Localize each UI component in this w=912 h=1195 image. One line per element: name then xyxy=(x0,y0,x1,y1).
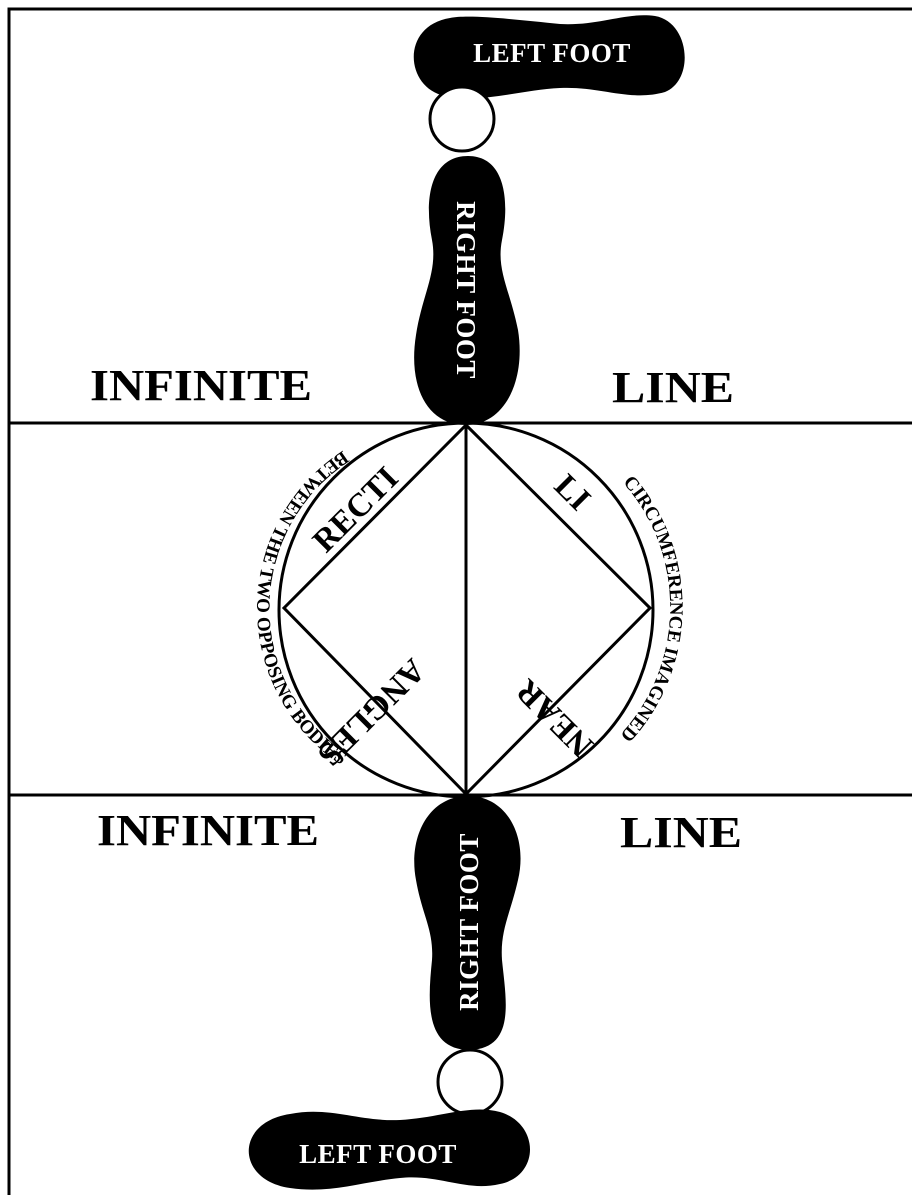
upper-infinite-label: INFINITE xyxy=(90,361,312,410)
upper-line-label: LINE xyxy=(612,363,734,412)
bottom-left-foot: LEFT FOOT xyxy=(249,1110,530,1190)
lower-line-label: LINE xyxy=(620,808,742,857)
bottom-right-foot-label: RIGHT FOOT xyxy=(454,833,484,1011)
bottom-step-circle xyxy=(438,1050,502,1114)
diamond-label-li: LI xyxy=(547,468,597,518)
bottom-left-foot-label: LEFT FOOT xyxy=(299,1139,457,1169)
top-left-foot-label: LEFT FOOT xyxy=(473,38,631,68)
top-left-foot: LEFT FOOT xyxy=(414,15,685,98)
diamond-label-near: NEAR xyxy=(508,671,600,763)
center-figure: RECTI LI NEAR ANGLES BETWEEN THE TWO OPP… xyxy=(252,423,686,797)
lower-infinite-label: INFINITE xyxy=(97,806,319,855)
top-step-circle xyxy=(430,87,494,151)
bottom-right-foot: RIGHT FOOT xyxy=(414,796,520,1050)
top-right-foot-label: RIGHT FOOT xyxy=(451,201,481,379)
top-right-foot: RIGHT FOOT xyxy=(414,156,520,425)
